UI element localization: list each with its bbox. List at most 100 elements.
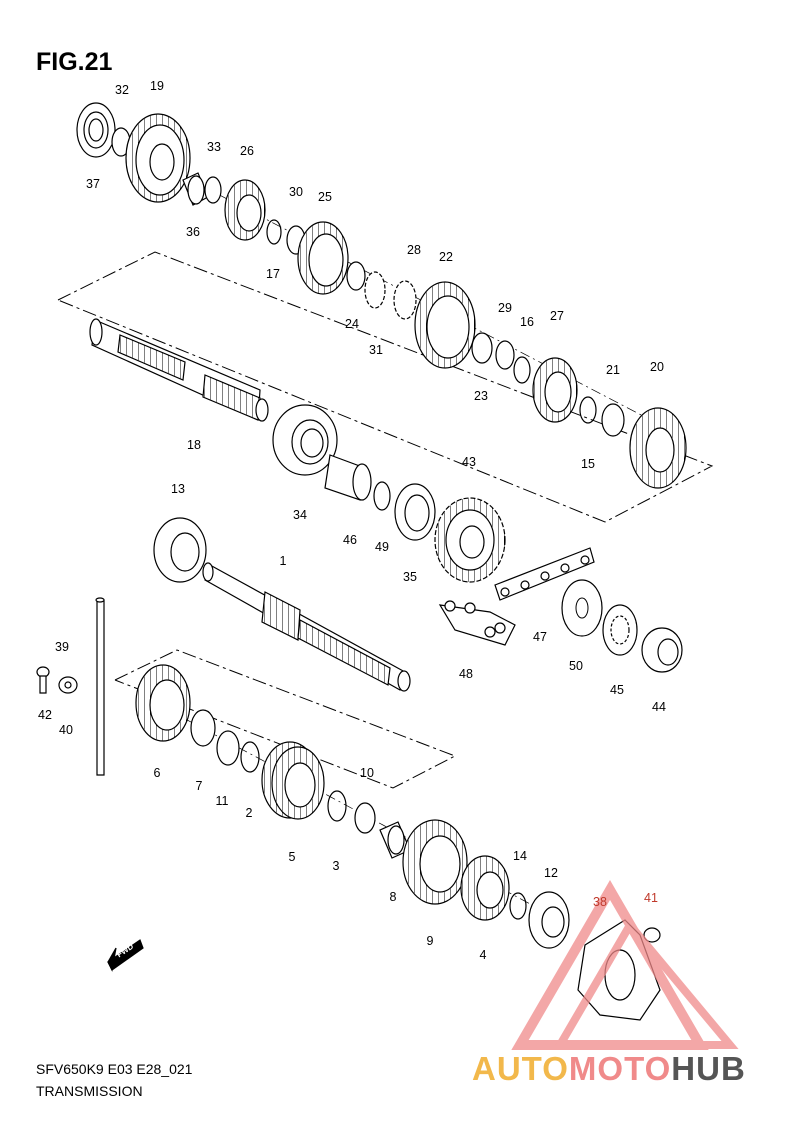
- circlip-16: [513, 356, 531, 384]
- bearing-34: [272, 404, 338, 476]
- lock-washer-31: [364, 271, 386, 309]
- callout-15: 15: [581, 457, 595, 471]
- watermark-logo: AUTOMOTOHUB: [472, 1050, 746, 1088]
- washer-11: [216, 730, 240, 766]
- bearing-37: [76, 102, 116, 158]
- figure-code: SFV650K9 E03 E28_021: [36, 1061, 193, 1077]
- bushing-23: [471, 332, 493, 364]
- callout-7: 7: [195, 779, 203, 793]
- callout-41: 41: [644, 891, 658, 905]
- gear-4: [460, 855, 510, 921]
- lock-washer-45: [602, 604, 638, 656]
- bearing-13: [153, 517, 207, 583]
- circlip-14: [509, 892, 527, 920]
- callout-18: 18: [187, 438, 201, 452]
- main-shaft-1: [202, 562, 411, 692]
- countershaft-18: [89, 318, 269, 422]
- callout-21: 21: [606, 363, 620, 377]
- washer-40: [58, 676, 78, 694]
- callout-25: 25: [318, 190, 332, 204]
- gear-27: [532, 357, 578, 423]
- callout-13: 13: [171, 482, 185, 496]
- gear-20: [629, 407, 687, 489]
- watermark-part-1: AUTO: [472, 1050, 569, 1087]
- sleeve-46: [324, 454, 372, 501]
- circlip-2: [240, 741, 260, 773]
- gear-22: [414, 281, 476, 369]
- washer-10: [354, 802, 376, 834]
- callout-27: 27: [550, 309, 564, 323]
- callout-20: 20: [650, 360, 664, 374]
- bushing-24: [346, 261, 366, 291]
- callout-1: 1: [279, 554, 287, 568]
- callout-10: 10: [360, 766, 374, 780]
- callout-12: 12: [544, 866, 558, 880]
- callout-40: 40: [59, 723, 73, 737]
- callout-37: 37: [86, 177, 100, 191]
- watermark-part-3: HUB: [671, 1050, 746, 1087]
- drive-chain-47: [494, 547, 595, 601]
- callout-38: 38: [593, 895, 607, 909]
- nut-44: [641, 627, 683, 673]
- o-ring-49: [373, 481, 391, 511]
- callout-32: 32: [115, 83, 129, 97]
- callout-50: 50: [569, 659, 583, 673]
- gear-26: [224, 179, 266, 241]
- upper-shaft-frame: [57, 251, 714, 523]
- callout-17: 17: [266, 267, 280, 281]
- lock-washer-28: [393, 280, 417, 320]
- callout-19: 19: [150, 79, 164, 93]
- gear-19: [125, 113, 191, 203]
- gear-6: [135, 664, 191, 742]
- callout-46: 46: [343, 533, 357, 547]
- callout-33: 33: [207, 140, 221, 154]
- callout-42: 42: [38, 708, 52, 722]
- callout-23: 23: [474, 389, 488, 403]
- callout-24: 24: [345, 317, 359, 331]
- forward-arrow-icon: [107, 939, 144, 972]
- callout-43: 43: [462, 455, 476, 469]
- callout-26: 26: [240, 144, 254, 158]
- callout-44: 44: [652, 700, 666, 714]
- watermark-part-2: MOTO: [568, 1050, 672, 1087]
- gear-25: [297, 221, 349, 295]
- callout-6: 6: [153, 766, 161, 780]
- callout-2: 2: [245, 806, 253, 820]
- chain-joint-48: [438, 600, 516, 646]
- callout-3: 3: [332, 859, 340, 873]
- callout-8: 8: [389, 890, 397, 904]
- callout-31: 31: [369, 343, 383, 357]
- callout-45: 45: [610, 683, 624, 697]
- figure-title: FIG.21: [36, 48, 113, 76]
- callout-36: 36: [186, 225, 200, 239]
- bolt-42: [36, 666, 50, 694]
- callout-22: 22: [439, 250, 453, 264]
- callout-48: 48: [459, 667, 473, 681]
- callout-5: 5: [288, 850, 296, 864]
- screw-41: [643, 927, 661, 943]
- callout-4: 4: [479, 948, 487, 962]
- callout-47: 47: [533, 630, 547, 644]
- sprocket-43: [434, 497, 506, 583]
- callout-9: 9: [426, 934, 434, 948]
- gear-9: [402, 819, 468, 905]
- circlip-17: [266, 219, 282, 245]
- callout-49: 49: [375, 540, 389, 554]
- callout-16: 16: [520, 315, 534, 329]
- gear-5: [261, 741, 325, 820]
- shift-rod-39: [95, 597, 105, 776]
- callout-28: 28: [407, 243, 421, 257]
- figure-name: TRANSMISSION: [36, 1083, 143, 1099]
- bushing-7: [190, 709, 216, 747]
- callout-29: 29: [498, 301, 512, 315]
- circlip-3: [327, 790, 347, 822]
- callout-11: 11: [215, 794, 229, 808]
- bushing-8: [379, 821, 411, 859]
- washer-29: [495, 340, 515, 370]
- callout-14: 14: [513, 849, 527, 863]
- circlip-15: [579, 396, 597, 424]
- bushing-21: [601, 403, 625, 437]
- oil-seal-35: [394, 483, 436, 541]
- washer-33: [204, 176, 222, 204]
